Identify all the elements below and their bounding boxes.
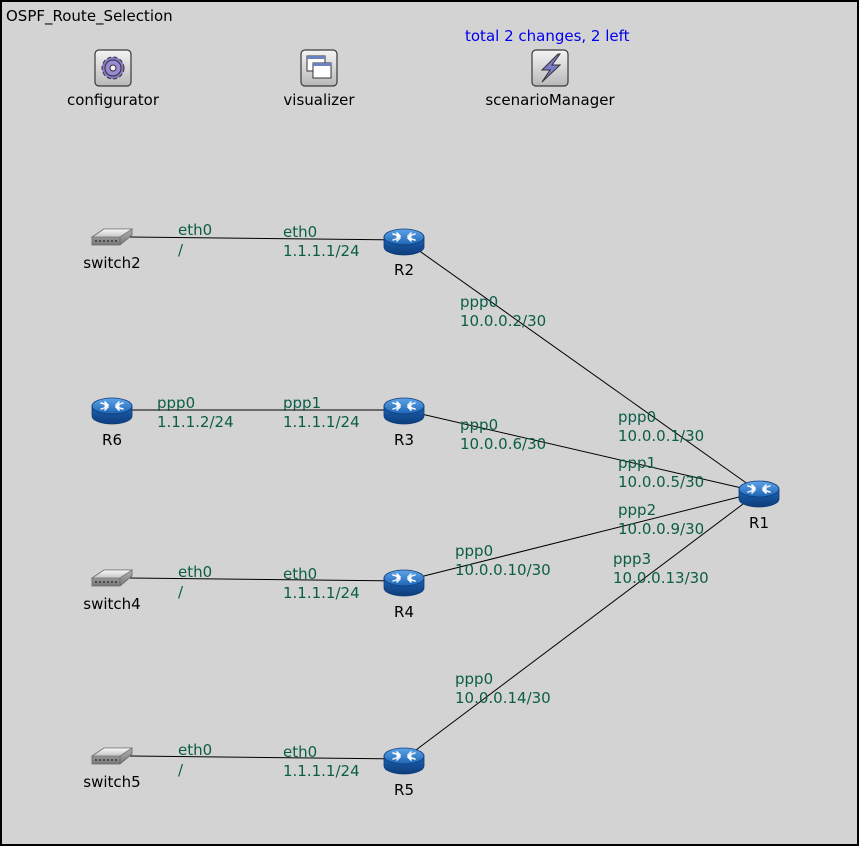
R4-label: R4	[394, 603, 414, 621]
R5-ppp0-label: ppp0	[455, 670, 493, 688]
R6-node[interactable]	[91, 397, 133, 425]
link-R3-R1	[403, 409, 760, 493]
switch5-eth0-address: /	[178, 761, 184, 779]
switch5-node[interactable]	[91, 747, 133, 765]
scenario-status-text: total 2 changes, 2 left	[465, 27, 630, 45]
R3-ppp0-address: 10.0.0.6/30	[460, 435, 546, 453]
switch4-label: switch4	[83, 595, 140, 613]
network-title: OSPF_Route_Selection	[6, 7, 173, 25]
R6-ppp0-label: ppp0	[157, 394, 195, 412]
R3-label: R3	[394, 431, 414, 449]
switch-icon	[91, 228, 133, 246]
R4-eth0-address: 1.1.1.1/24	[283, 584, 360, 602]
link-switch4-R4	[129, 577, 405, 582]
R2-ppp0-address: 10.0.0.2/30	[460, 312, 546, 330]
switch2-node[interactable]	[91, 228, 133, 246]
R4-ppp0-address: 10.0.0.10/30	[455, 561, 551, 579]
router-icon	[383, 569, 425, 597]
R4-ppp0-label: ppp0	[455, 542, 493, 560]
router-icon	[383, 747, 425, 775]
visualizer-label: visualizer	[283, 91, 355, 109]
R1-ppp3-address: 10.0.0.13/30	[613, 569, 709, 587]
switch5-label: switch5	[83, 773, 140, 791]
switch4-node[interactable]	[91, 569, 133, 587]
R2-ppp0-label: ppp0	[460, 293, 498, 311]
R3-node[interactable]	[383, 397, 425, 425]
gear-icon	[101, 56, 125, 80]
link-R4-R1	[403, 491, 760, 582]
switch5-eth0-label: eth0	[178, 741, 212, 759]
scenario-manager-module[interactable]	[531, 49, 569, 87]
R1-ppp2-address: 10.0.0.9/30	[618, 520, 704, 538]
switch2-eth0-label: eth0	[178, 221, 212, 239]
link-R2-R1	[403, 239, 760, 493]
R5-label: R5	[394, 781, 414, 799]
R2-label: R2	[394, 261, 414, 279]
link-R5-R1	[403, 491, 760, 760]
windows-icon	[306, 55, 332, 79]
link-switch2-R2	[129, 236, 405, 241]
router-icon	[383, 397, 425, 425]
lightning-icon	[540, 53, 562, 83]
R1-ppp2-label: ppp2	[618, 501, 656, 519]
switch2-label: switch2	[83, 254, 140, 272]
R3-ppp1-address: 1.1.1.1/24	[283, 413, 360, 431]
scenario-manager-label: scenarioManager	[485, 91, 615, 109]
router-icon	[91, 397, 133, 425]
R4-eth0-label: eth0	[283, 565, 317, 583]
R1-ppp3-label: ppp3	[613, 550, 651, 568]
R5-node[interactable]	[383, 747, 425, 775]
R5-eth0-label: eth0	[283, 743, 317, 761]
R2-node[interactable]	[383, 228, 425, 256]
R1-ppp1-label: ppp1	[618, 454, 656, 472]
visualizer-module[interactable]	[300, 49, 338, 87]
R3-ppp1-label: ppp1	[283, 394, 321, 412]
configurator-module[interactable]	[94, 49, 132, 87]
R2-eth0-label: eth0	[283, 223, 317, 241]
R3-ppp0-label: ppp0	[460, 416, 498, 434]
switch4-eth0-address: /	[178, 583, 184, 601]
R1-node[interactable]	[738, 480, 780, 508]
R5-ppp0-address: 10.0.0.14/30	[455, 689, 551, 707]
R4-node[interactable]	[383, 569, 425, 597]
R5-eth0-address: 1.1.1.1/24	[283, 762, 360, 780]
switch2-eth0-address: /	[178, 241, 184, 259]
R1-ppp0-label: ppp0	[618, 408, 656, 426]
R2-eth0-address: 1.1.1.1/24	[283, 242, 360, 260]
R1-ppp1-address: 10.0.0.5/30	[618, 473, 704, 491]
router-icon	[738, 480, 780, 508]
switch-icon	[91, 569, 133, 587]
configurator-label: configurator	[67, 91, 159, 109]
link-switch5-R5	[129, 755, 405, 760]
R1-ppp0-address: 10.0.0.1/30	[618, 427, 704, 445]
R6-label: R6	[102, 431, 122, 449]
switch-icon	[91, 747, 133, 765]
router-icon	[383, 228, 425, 256]
R1-label: R1	[749, 514, 769, 532]
R6-ppp0-address: 1.1.1.2/24	[157, 413, 234, 431]
switch4-eth0-label: eth0	[178, 563, 212, 581]
